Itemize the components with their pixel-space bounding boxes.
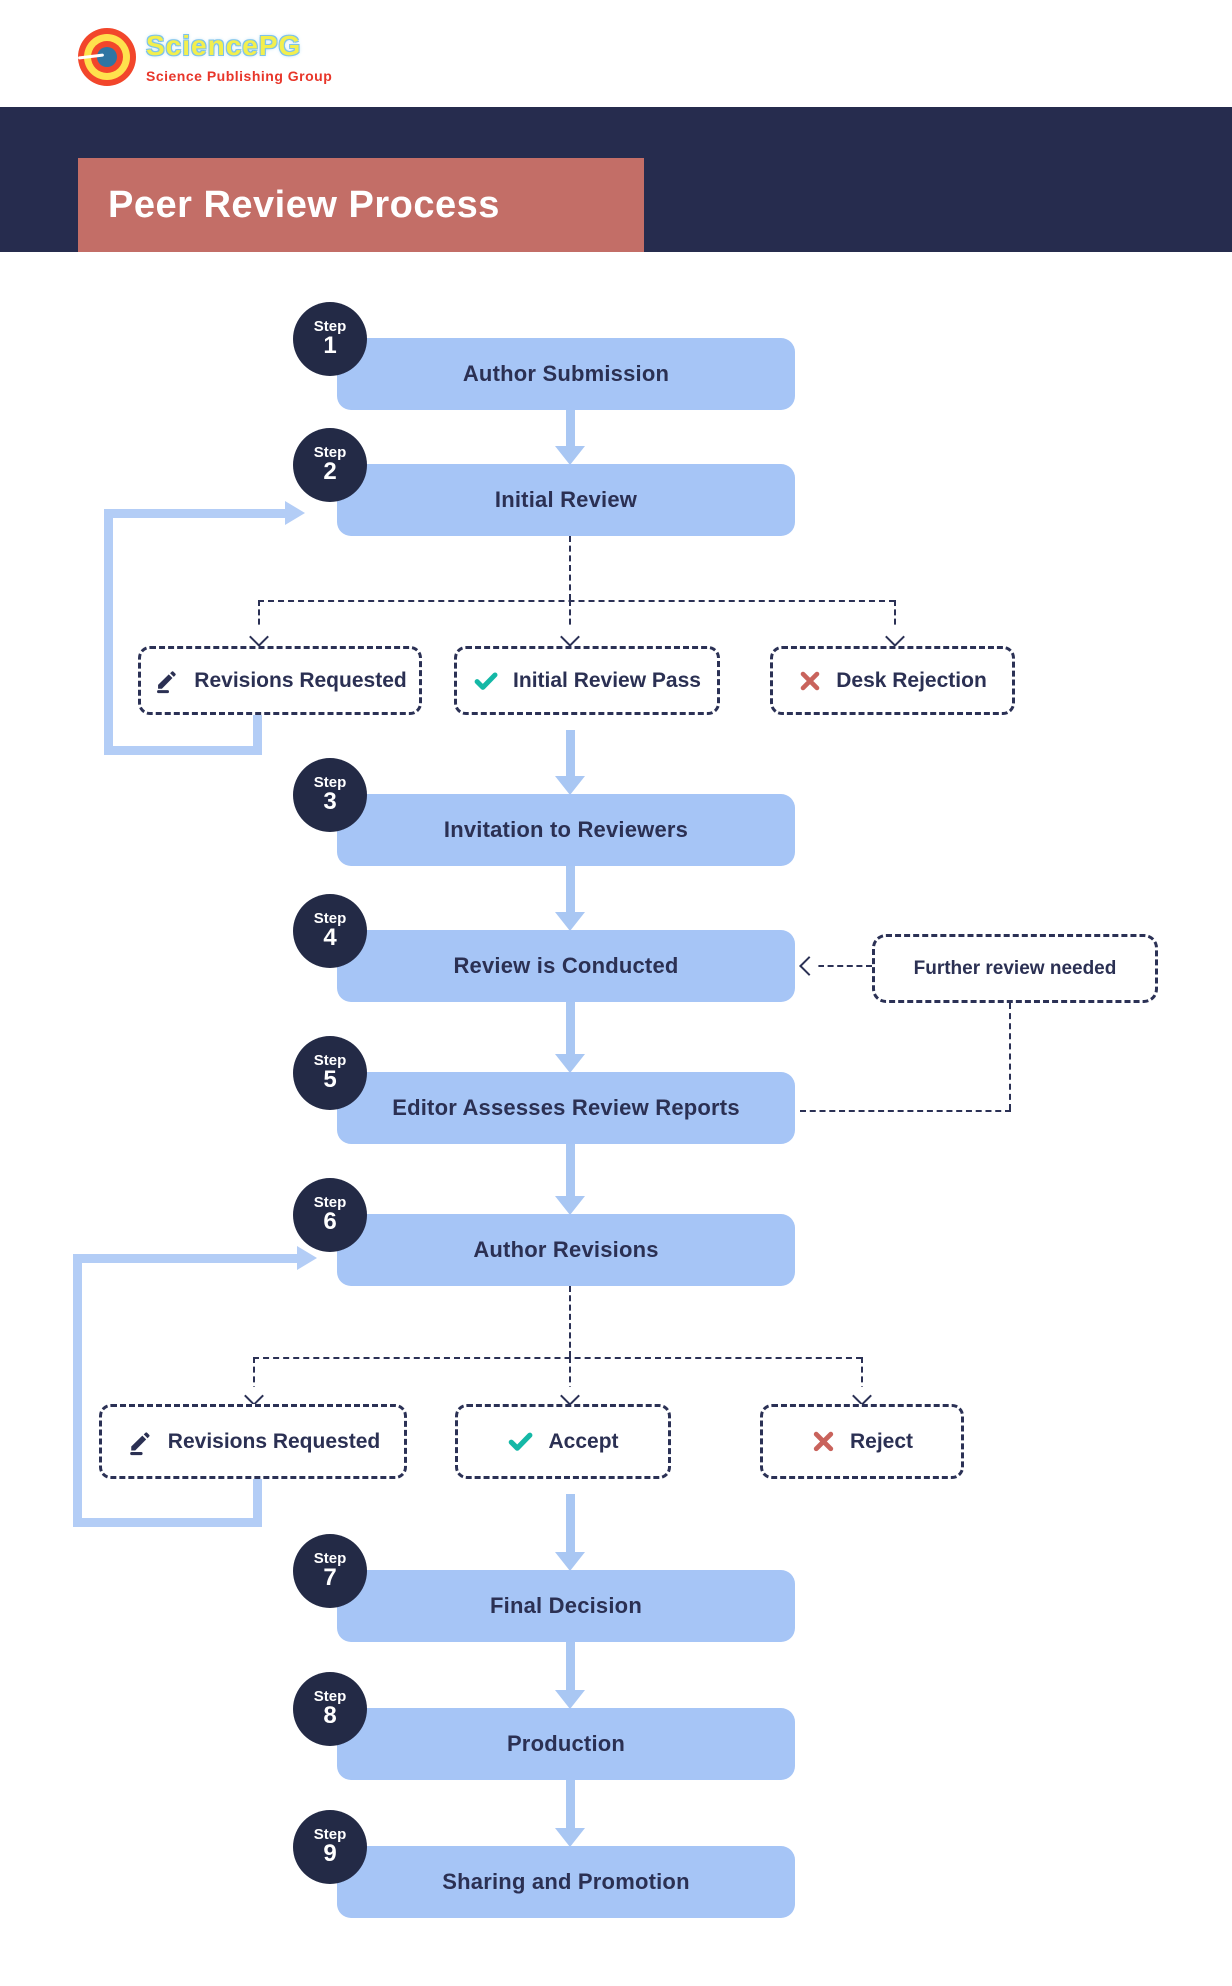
flow-arrowhead	[555, 1196, 585, 1215]
chevron-down-icon	[852, 1386, 872, 1406]
loop-line	[73, 1254, 82, 1527]
sciencepg-logo: SciencePG Science Publishing Group	[77, 28, 333, 86]
dashed-connector	[569, 1286, 571, 1357]
dashed-connector	[800, 1110, 1011, 1112]
step-box-editor-assesses: Editor Assesses Review Reports	[337, 1072, 795, 1144]
dashed-connector	[818, 965, 872, 967]
flow-arrow	[566, 730, 575, 778]
chevron-down-icon	[249, 627, 269, 647]
page-title: Peer Review Process	[108, 183, 500, 226]
chevron-down-icon	[560, 1386, 580, 1406]
note-further-review: Further review needed	[872, 934, 1158, 1003]
brand-name: SciencePG	[146, 30, 302, 61]
flow-arrowhead	[555, 1828, 585, 1847]
x-icon	[811, 1429, 836, 1454]
flow-arrow	[566, 410, 575, 448]
flow-arrow	[566, 1002, 575, 1056]
flow-arrow	[566, 1494, 575, 1554]
loop-line	[253, 715, 262, 755]
flow-arrowhead	[555, 776, 585, 795]
chevron-down-icon	[560, 627, 580, 647]
loop-line	[104, 509, 113, 755]
step-box-invitation-reviewers: Invitation to Reviewers	[337, 794, 795, 866]
flow-arrowhead	[555, 1552, 585, 1571]
brand-tagline: Science Publishing Group	[146, 68, 333, 84]
dashed-connector	[253, 1357, 255, 1392]
chevron-down-icon	[885, 627, 905, 647]
flow-arrow	[566, 1144, 575, 1198]
flow-arrow	[566, 1780, 575, 1828]
dashed-connector	[1009, 1003, 1011, 1110]
option-label: Desk Rejection	[836, 668, 987, 692]
option-label: Initial Review Pass	[513, 668, 701, 692]
option-revisions-requested-2: Revisions Requested	[99, 1404, 407, 1479]
option-label: Reject	[849, 1429, 914, 1453]
dashed-connector	[258, 600, 895, 602]
step-box-author-submission: Author Submission	[337, 338, 795, 410]
loop-arrowhead	[297, 1246, 317, 1270]
option-desk-rejection: Desk Rejection	[770, 646, 1015, 715]
loop-line	[104, 746, 262, 755]
flow-arrowhead	[555, 446, 585, 465]
pencil-icon	[126, 1428, 154, 1456]
option-label: Revisions Requested	[167, 1429, 381, 1453]
step-box-final-decision: Final Decision	[337, 1570, 795, 1642]
dashed-connector	[861, 1357, 863, 1392]
step-box-review-conducted: Review is Conducted	[337, 930, 795, 1002]
check-icon	[507, 1428, 534, 1455]
flow-arrow	[566, 1642, 575, 1690]
title-banner: Peer Review Process	[78, 158, 644, 252]
option-initial-review-pass: Initial Review Pass	[454, 646, 720, 715]
dashed-connector	[258, 600, 260, 634]
option-label: Accept	[548, 1429, 619, 1453]
pencil-icon	[153, 667, 180, 694]
flow-arrowhead	[555, 912, 585, 931]
step-box-author-revisions: Author Revisions	[337, 1214, 795, 1286]
loop-arrowhead	[285, 501, 305, 525]
dashed-connector	[894, 600, 896, 634]
x-icon	[798, 669, 822, 693]
step-box-sharing-promotion: Sharing and Promotion	[337, 1846, 795, 1918]
step-box-initial-review: Initial Review	[337, 464, 795, 536]
option-accept: Accept	[455, 1404, 671, 1479]
check-icon	[473, 668, 499, 694]
dashed-connector	[569, 1357, 571, 1392]
dashed-connector	[569, 600, 571, 634]
option-label: Revisions Requested	[194, 668, 407, 692]
sciencepg-logo-icon	[77, 28, 136, 86]
chevron-left-icon	[799, 956, 819, 976]
loop-line	[104, 509, 285, 518]
chevron-down-icon	[244, 1386, 264, 1406]
dashed-connector	[253, 1357, 862, 1359]
step-box-production: Production	[337, 1708, 795, 1780]
loop-line	[253, 1479, 262, 1527]
flow-arrowhead	[555, 1690, 585, 1709]
flow-arrowhead	[555, 1054, 585, 1073]
option-revisions-requested-1: Revisions Requested	[138, 646, 422, 715]
loop-line	[73, 1254, 297, 1263]
flow-arrow	[566, 866, 575, 914]
dashed-connector	[569, 536, 571, 600]
option-reject: Reject	[760, 1404, 964, 1479]
note-label: Further review needed	[913, 957, 1117, 979]
loop-line	[73, 1518, 262, 1527]
